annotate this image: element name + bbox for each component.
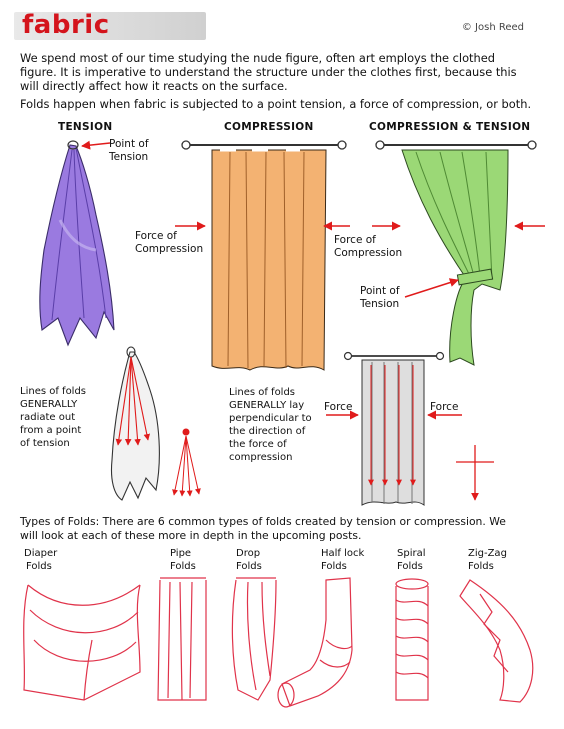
heading-tension: TENSION [58, 121, 113, 133]
compression-note-3: perpendicular to [229, 413, 312, 424]
label-force-right: Force [430, 401, 459, 413]
fold-type-pipe-line2: Folds [170, 561, 196, 572]
tension-note-1: Lines of folds [20, 386, 87, 397]
zigzag-fold-sketch [459, 579, 534, 703]
compression-note-4: the direction of [229, 426, 306, 437]
label-point-tension-2b: Tension [360, 298, 400, 310]
page-title: fabric [22, 10, 110, 40]
drop-fold-sketch [231, 577, 277, 701]
fold-type-halflock-line1: Half lock [321, 548, 365, 559]
types-line-2: will look at each of these more in depth… [20, 529, 362, 542]
label-point-tension-2a: Point of [360, 285, 400, 297]
label-force-compression-2b: Compression [334, 247, 403, 259]
grey-curtain-drawing [343, 351, 445, 506]
fold-type-halflock-line2: Folds [321, 561, 347, 572]
tension-note-3: radiate out [20, 412, 76, 423]
orange-curtain-drawing [181, 140, 347, 371]
intro-line-4: Folds happen when fabric is subjected to… [20, 97, 532, 111]
compression-note-2: GENERALLY lay [229, 400, 305, 411]
fold-type-pipe-line1: Pipe [170, 548, 192, 559]
heading-compression-tension: COMPRESSION & TENSION [369, 121, 531, 133]
tension-note-5: of tension [20, 438, 70, 449]
compression-note-6: compression [229, 452, 293, 463]
heading-compression: COMPRESSION [224, 121, 314, 133]
intro-line-3: will directly affect how it reacts on th… [20, 79, 288, 93]
title-banner [14, 12, 206, 40]
label-force-compression-1a: Force of [135, 230, 177, 242]
green-curtain-drawing [375, 140, 537, 366]
label-point-tension-1b: Tension [109, 151, 149, 163]
diaper-fold-sketch [23, 584, 141, 701]
fold-type-zigzag-line1: Zig-Zag [468, 548, 507, 559]
white-cloth-drawing [110, 346, 201, 501]
fold-type-drop-line2: Folds [236, 561, 262, 572]
fold-type-spiral-line1: Spiral [397, 548, 426, 559]
compression-note-5: the force of [229, 439, 287, 450]
fold-type-spiral-line2: Folds [397, 561, 423, 572]
fold-type-drop-line1: Drop [236, 548, 261, 559]
compression-note-1: Lines of folds [229, 387, 296, 398]
fold-type-diaper-line2: Folds [26, 561, 52, 572]
label-point-tension-1a: Point of [109, 138, 149, 150]
half-lock-fold-sketch [277, 577, 353, 708]
purple-cloth-drawing [39, 140, 115, 347]
fold-type-diaper-line1: Diaper [24, 548, 58, 559]
intro-line-1: We spend most of our time studying the n… [20, 51, 495, 65]
label-force-left: Force [324, 401, 353, 413]
spiral-fold-sketch [395, 578, 429, 701]
pipe-fold-sketch [157, 577, 207, 701]
tension-note-4: from a point [20, 425, 82, 436]
author-credit: © Josh Reed [461, 22, 524, 33]
label-force-compression-2a: Force of [334, 234, 376, 246]
label-force-compression-1b: Compression [135, 243, 204, 255]
types-line-1: Types of Folds: There are 6 common types… [20, 515, 506, 528]
tension-note-2: GENERALLY [20, 399, 78, 410]
intro-line-2: figure. It is imperative to understand t… [20, 65, 517, 79]
fold-type-zigzag-line2: Folds [468, 561, 494, 572]
